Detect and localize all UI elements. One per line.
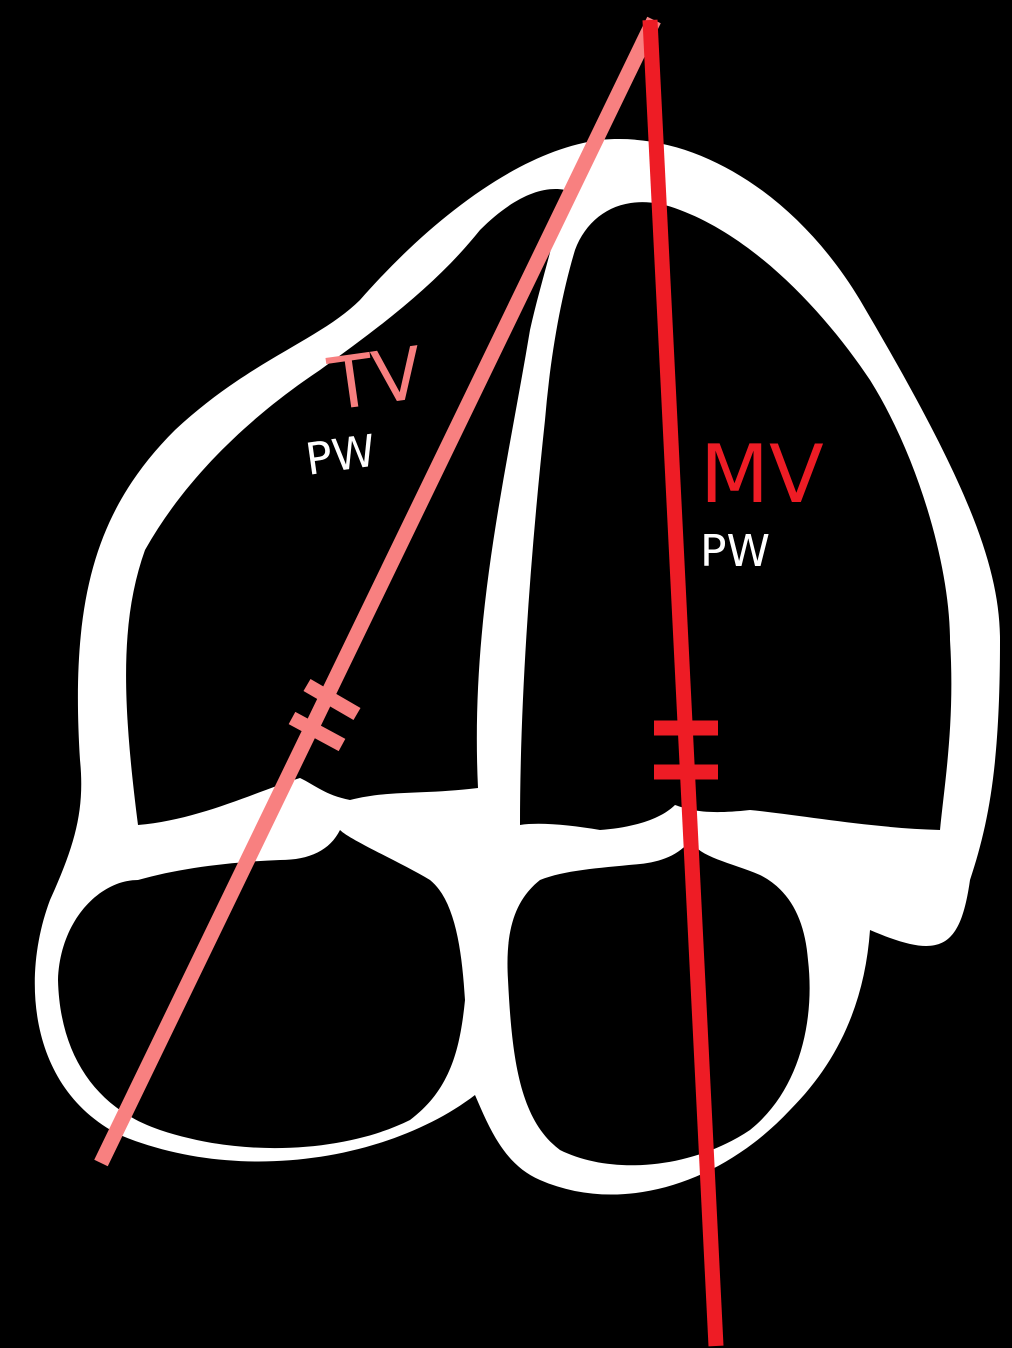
mv-mode-label: PW [700, 526, 770, 577]
tv-label: TV [323, 331, 428, 427]
mv-label: MV [700, 428, 824, 521]
tv-mode-label: PW [302, 426, 378, 486]
